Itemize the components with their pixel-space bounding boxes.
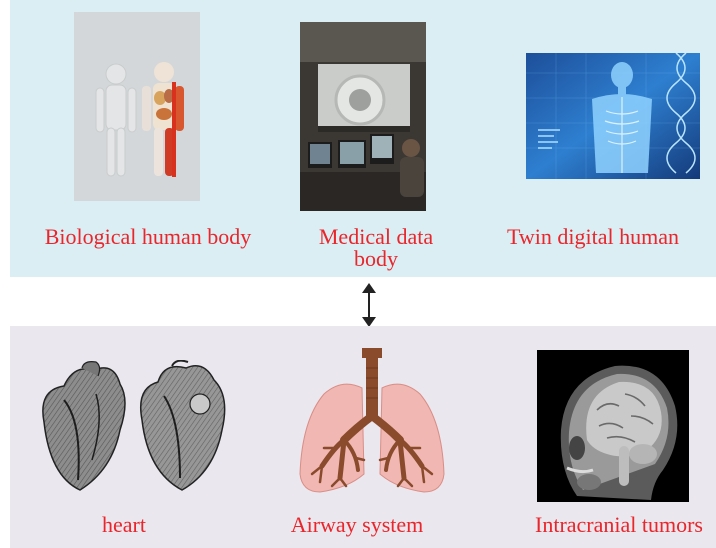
intracranial-tumors-caption: Intracranial tumors [524,514,714,536]
intracranial-tumors-image [537,350,689,502]
medical-data-body-caption-line2: body [304,248,448,270]
heart-image [34,360,230,494]
medical-data-body-caption-line1: Medical data [304,226,448,248]
airway-system-caption: Airway system [282,514,432,536]
twin-digital-human-caption: Twin digital human [494,226,692,248]
twin-digital-human-image [526,53,700,179]
biological-human-body-caption: Biological human body [32,226,264,248]
double-arrow-icon [361,283,377,327]
airway-system-image [298,348,446,498]
heart-caption: heart [94,514,154,536]
medical-data-body-image [300,22,426,211]
biological-human-body-image [74,12,200,201]
